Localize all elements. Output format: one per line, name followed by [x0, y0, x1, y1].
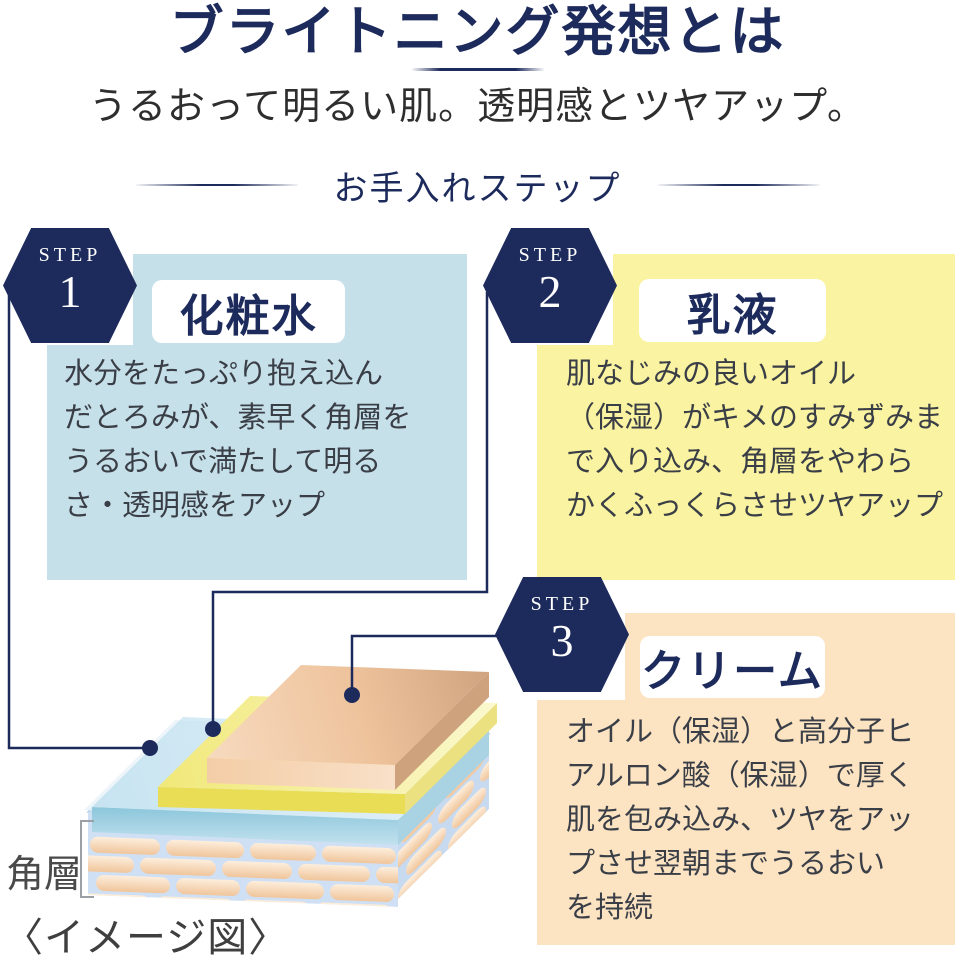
- stratum-corneum-bracket: [80, 820, 94, 898]
- step1-product-name: 化粧水: [152, 280, 345, 343]
- title-divider: [410, 68, 545, 71]
- step2-word: STEP: [518, 244, 582, 266]
- stratum-corneum-label: 角層: [6, 854, 83, 896]
- page-subtitle: うるおって明るい肌。透明感とツヤアップ。: [89, 86, 866, 128]
- step1-word: STEP: [38, 244, 102, 266]
- header-right-line: [657, 184, 820, 186]
- step3-number: 3: [550, 615, 574, 666]
- step3-description: オイル（保湿）と高分子ヒ アルロン酸（保湿）で厚く 肌を包み込み、ツヤをアッ プ…: [566, 716, 915, 924]
- step2-number: 2: [538, 266, 562, 317]
- care-steps-header-label: お手入れステップ: [333, 170, 622, 208]
- step1-number: 1: [58, 266, 82, 317]
- step3-word: STEP: [530, 593, 594, 615]
- header-left-line: [135, 184, 298, 186]
- step2-hexagon-badge: STEP 2: [483, 228, 617, 343]
- step3-hexagon-badge: STEP 3: [495, 577, 629, 692]
- image-caption: 〈イメージ図〉: [3, 916, 290, 959]
- step3-product-name: クリーム: [640, 636, 825, 698]
- step1-description: 水分をたっぷり抱え込ん だとろみが、素早く角層を うるおいで満たして明る さ・透…: [64, 358, 412, 522]
- page-title: ブライトニング発想とは: [169, 2, 786, 62]
- step2-description: 肌なじみの良いオイル （保湿）がキメのすみずみま で入り込み、角層をやわら かく…: [566, 358, 944, 522]
- skin-layers-diagram: [80, 665, 497, 907]
- step2-product-name: 乳液: [639, 279, 826, 342]
- step1-hexagon-badge: STEP 1: [3, 228, 137, 343]
- care-steps-header: お手入れステップ: [0, 163, 955, 208]
